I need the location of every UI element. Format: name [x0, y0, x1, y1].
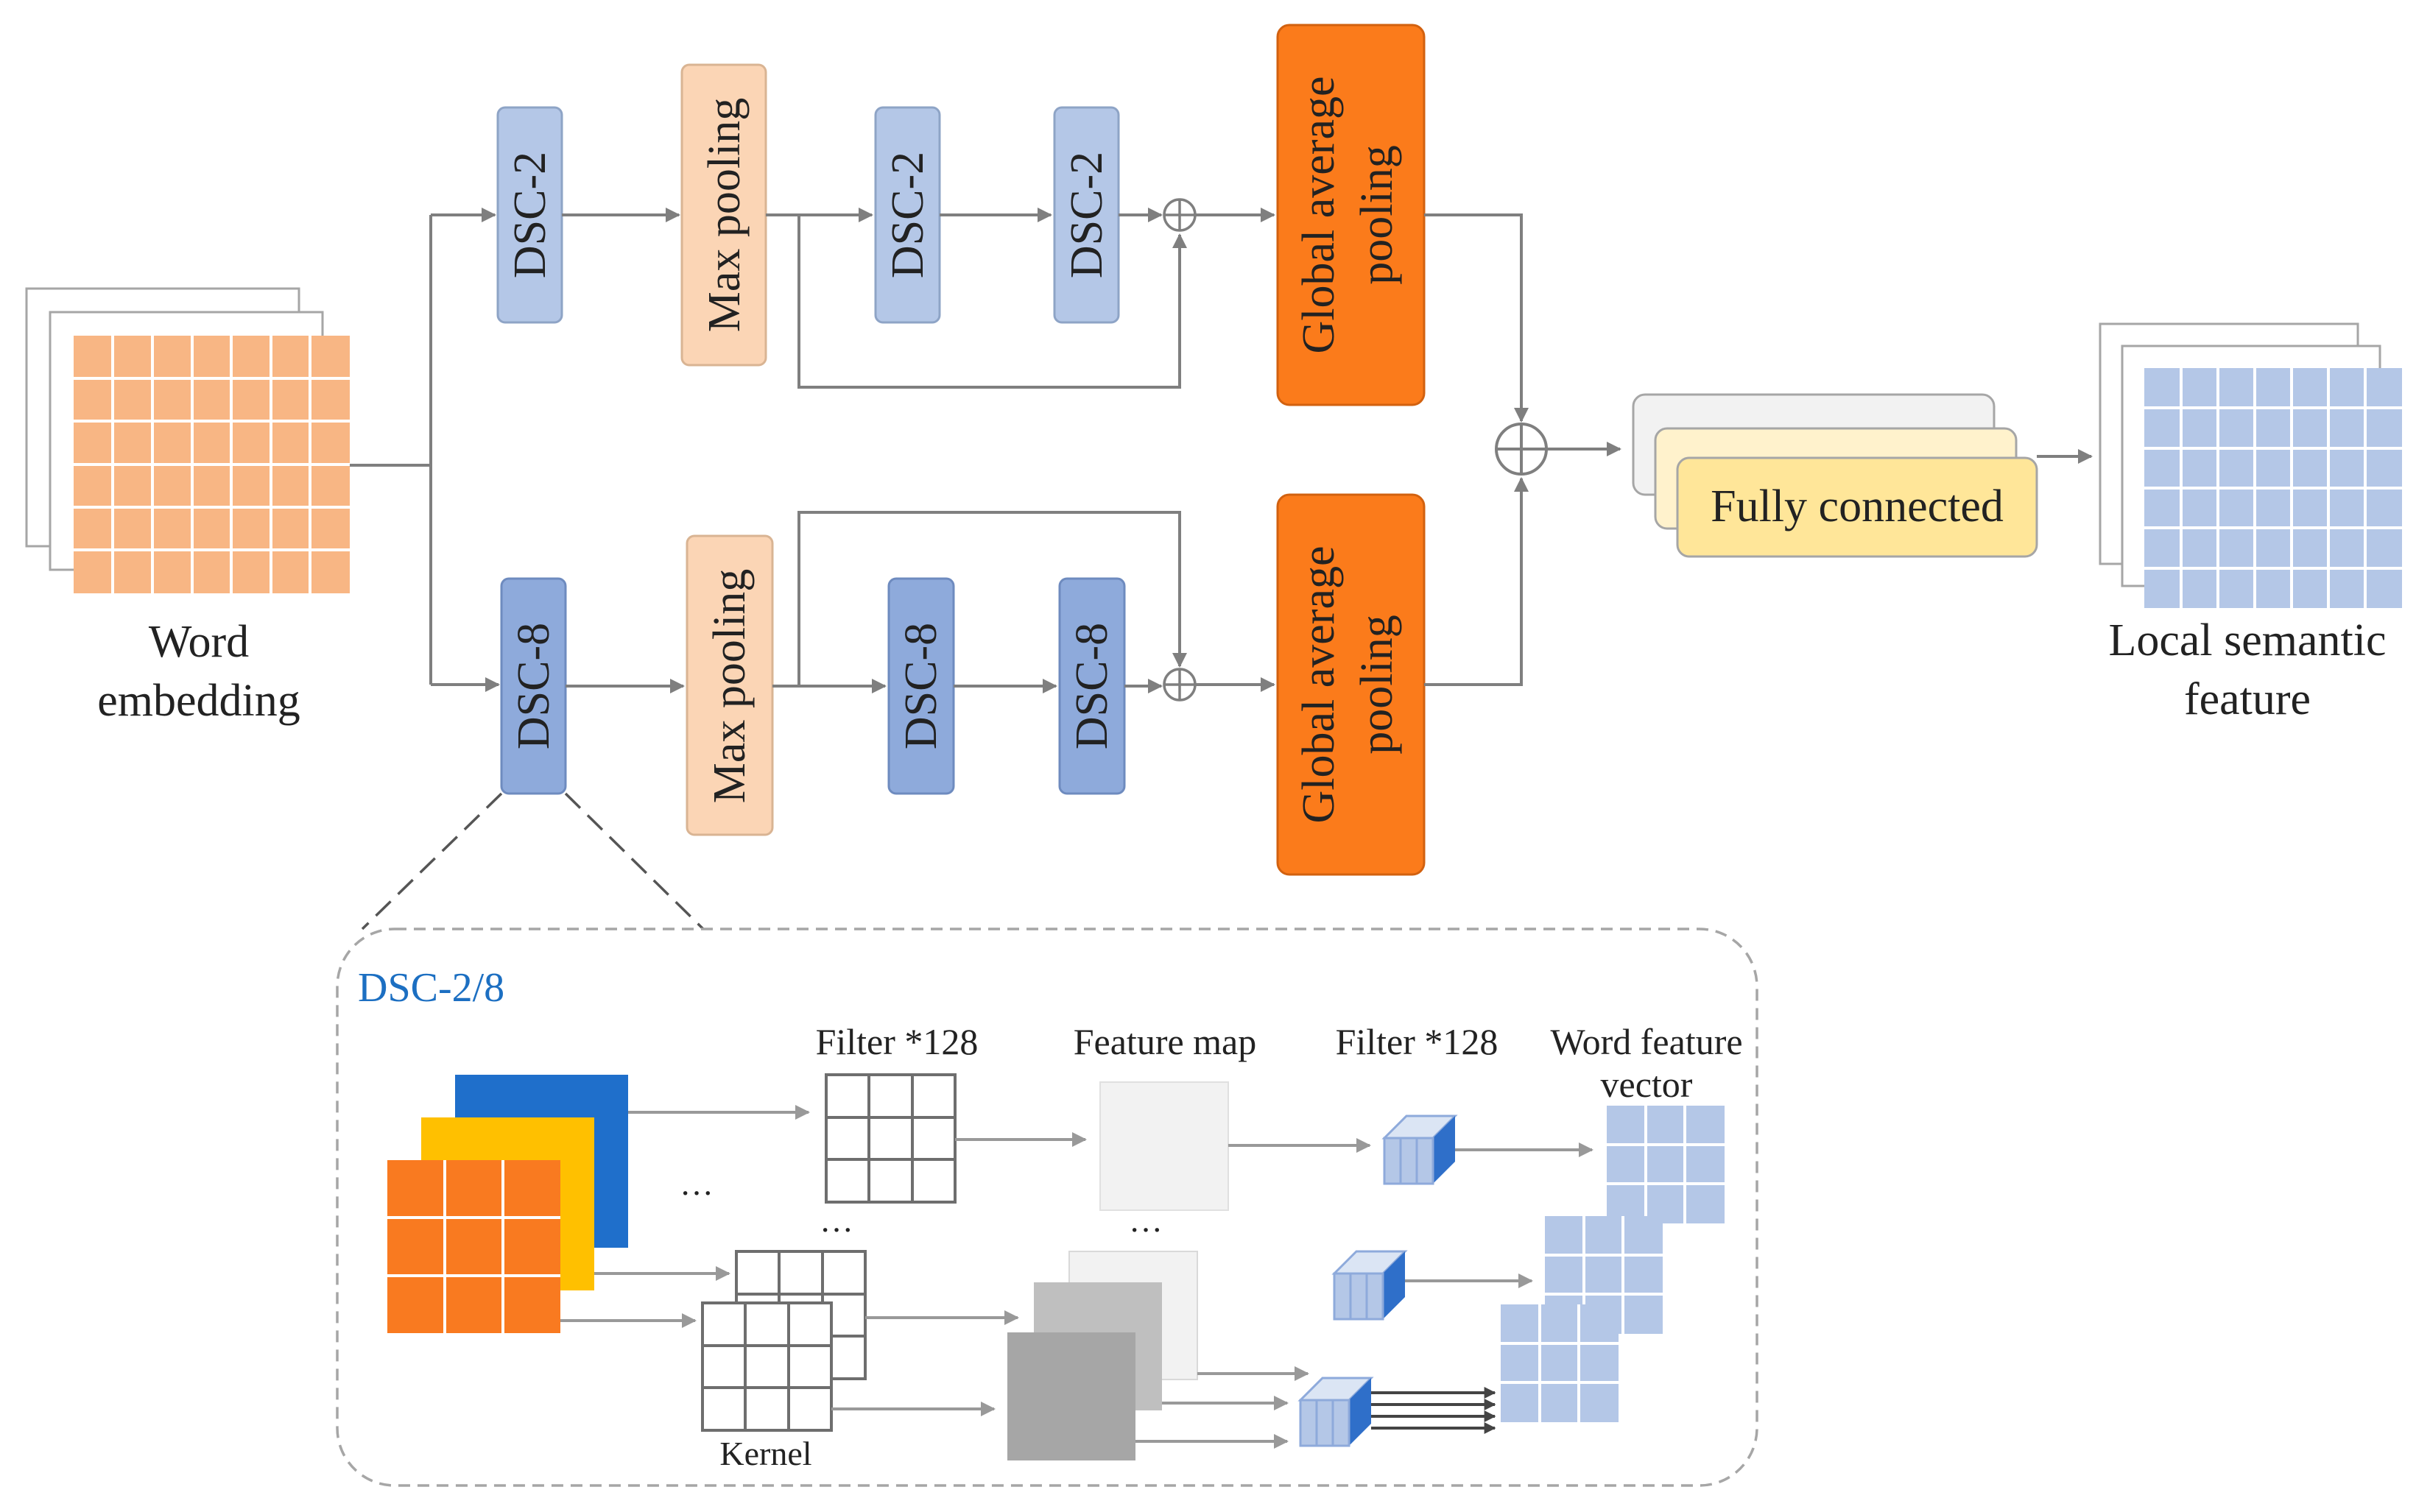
- word-vector-label-2: vector: [1601, 1064, 1693, 1105]
- top-dsc-2-label: DSC-2: [505, 152, 555, 278]
- ellipsis-1: ···: [680, 1174, 714, 1212]
- bottom-dsc-8-block-c: DSC-8: [1058, 577, 1126, 795]
- feature-map-label: Feature map: [1074, 1021, 1257, 1062]
- fully-connected-label: Fully connected: [1711, 481, 2004, 531]
- slab-orange: [387, 1160, 560, 1333]
- bottom-dsc-8-label-c: DSC-8: [1067, 623, 1117, 749]
- bottom-dsc-8-label-b: DSC-8: [896, 623, 946, 749]
- filter-block-top: [1381, 1114, 1458, 1185]
- word-embedding-label-1: Word: [149, 617, 249, 667]
- feature-map-top: [1099, 1081, 1229, 1211]
- output-label-1: Local semantic: [2109, 615, 2387, 665]
- input-split-wire: [350, 215, 432, 685]
- top-dsc-2-block: DSC-2: [496, 106, 563, 324]
- filter-block-bottom: [1297, 1377, 1374, 1447]
- filter-block-mid: [1331, 1250, 1408, 1321]
- bottom-gap-label-2: pooling: [1352, 615, 1402, 754]
- filter-label-1: Filter *128: [816, 1021, 979, 1062]
- top-dsc-2-block-b: DSC-2: [874, 106, 941, 324]
- filter-label-2: Filter *128: [1336, 1021, 1498, 1062]
- fully-connected-block: [1676, 456, 2038, 558]
- bottom-dsc-8-block: DSC-8: [500, 577, 567, 795]
- bottom-dsc-8-block-b: DSC-8: [887, 577, 955, 795]
- top-gap-label-2: pooling: [1352, 145, 1402, 284]
- ellipsis-2: ···: [820, 1211, 853, 1248]
- top-add-icon: [1163, 198, 1197, 232]
- ellipsis-3: ···: [1129, 1211, 1163, 1248]
- fully-connected-stack: Fully connected: [1632, 393, 2038, 558]
- zoom-line-right: [564, 792, 705, 930]
- output-label-2: feature: [2184, 674, 2311, 724]
- top-dsc-2-label-c: DSC-2: [1062, 152, 1112, 278]
- kernel-grid: [701, 1301, 833, 1432]
- dsc-detail-panel: [336, 928, 1758, 1487]
- top-dsc-2-block-c: DSC-2: [1053, 106, 1120, 324]
- filter-grid-top: [825, 1073, 957, 1204]
- dsc-detail-title: DSC-2/8: [358, 965, 504, 1011]
- bottom-residual-wire: [797, 511, 1187, 686]
- word-vector-label-1: Word feature: [1550, 1021, 1742, 1062]
- word-feature-vector-bottom: [1501, 1304, 1619, 1422]
- merge-add-icon: [1495, 423, 1548, 476]
- input-channel-slabs: [387, 1075, 628, 1333]
- merge-wire-top: [1424, 213, 1529, 423]
- word-embedding-stack: [25, 287, 350, 593]
- top-max-pooling-block: Max pooling: [680, 63, 767, 367]
- top-residual-wire: [797, 215, 1187, 389]
- local-semantic-feature-stack: [2099, 322, 2402, 608]
- top-dsc-2-label-b: DSC-2: [883, 152, 933, 278]
- top-max-pooling-label: Max pooling: [700, 98, 750, 333]
- word-feature-vector-top: [1607, 1106, 1725, 1223]
- top-global-avg-pooling-block: Global average pooling: [1276, 24, 1426, 406]
- word-embedding-label-2: embedding: [97, 676, 300, 726]
- bottom-max-pooling-label: Max pooling: [705, 569, 755, 804]
- merge-wire-bottom: [1424, 477, 1529, 686]
- detail-merge-arrows: [1371, 1387, 1496, 1434]
- top-gap-label-1: Global average: [1294, 77, 1344, 354]
- feature-map-dark: [1007, 1332, 1135, 1460]
- kernel-label: Kernel: [719, 1435, 811, 1472]
- bottom-dsc-8-label: DSC-8: [509, 623, 559, 749]
- bottom-add-icon: [1163, 668, 1197, 702]
- bottom-gap-label-1: Global average: [1294, 546, 1344, 824]
- zoom-line-left: [361, 792, 503, 930]
- bottom-max-pooling-block: Max pooling: [686, 534, 774, 836]
- bottom-global-avg-pooling-block: Global average pooling: [1276, 493, 1426, 876]
